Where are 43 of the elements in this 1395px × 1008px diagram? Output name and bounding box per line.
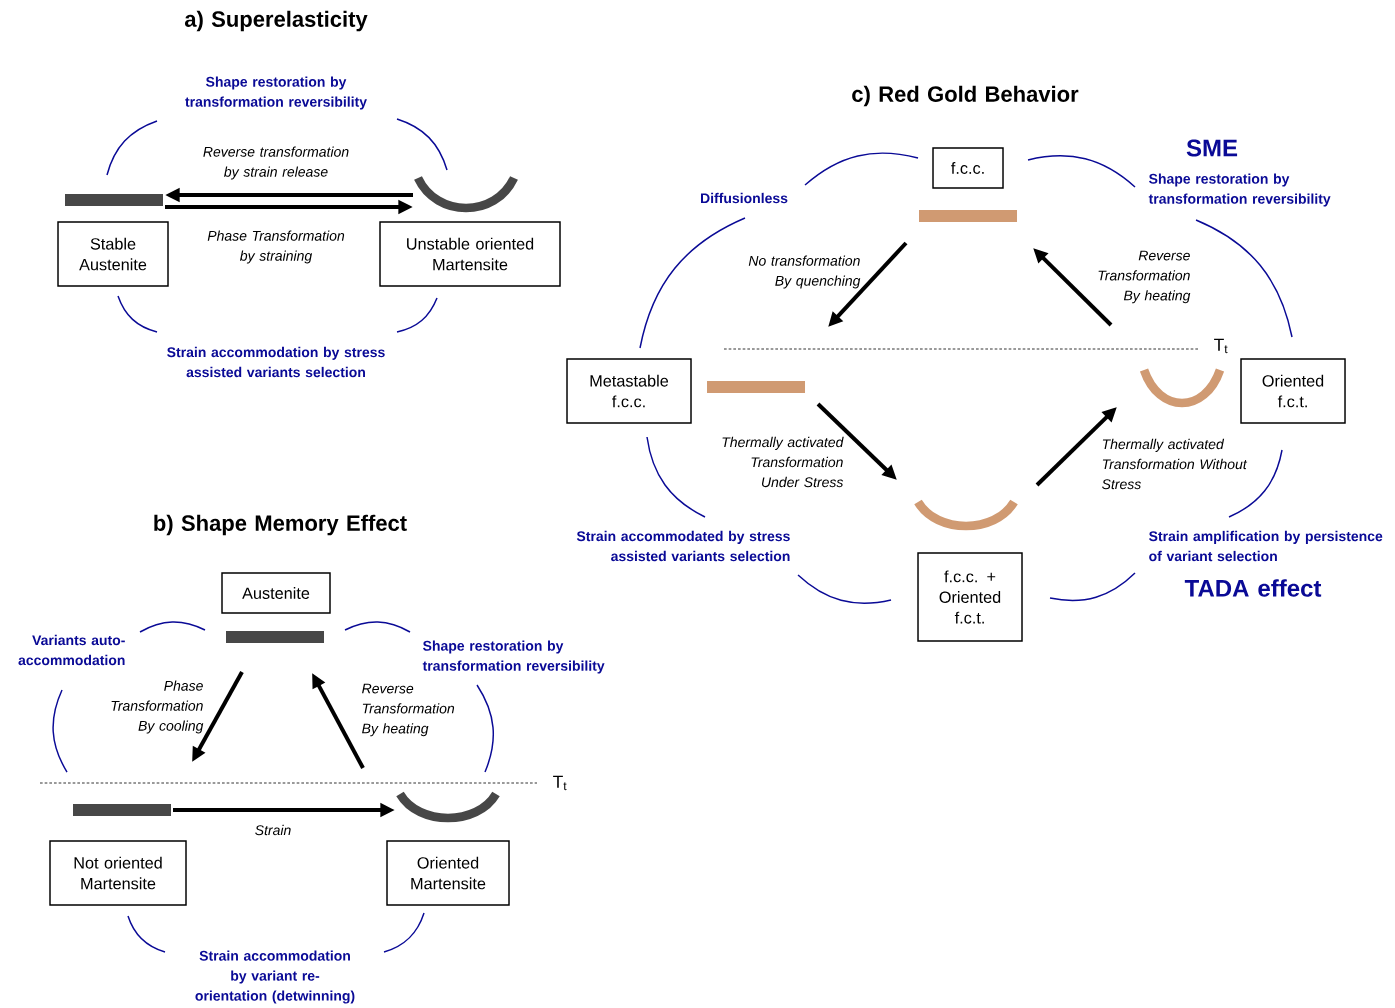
bent-sample [396, 791, 500, 823]
state-box: Oriented Martensite [386, 840, 510, 906]
edge-label: Reverse Transformation By heating [362, 683, 455, 737]
sample-bar [919, 210, 1017, 222]
edge-label: Phase Transformation By cooling [111, 680, 204, 734]
sample-bar [226, 631, 324, 643]
state-box: f.c.c. [932, 147, 1004, 189]
sample-bar [65, 194, 163, 206]
state-box: Not oriented Martensite [49, 840, 187, 906]
panel-title: b) Shape Memory Effect [154, 514, 407, 536]
annotation: Shape restoration by transformation reversibility [422, 640, 605, 674]
bent-sample [914, 499, 1018, 531]
edge-label: Thermally activated Transformation Without Stress [1102, 438, 1248, 490]
effect-label: SME [1186, 139, 1238, 157]
annotation: Strain amplification by persistence of variant selection [1149, 530, 1383, 562]
sample-bar [73, 804, 171, 816]
state-box: Unstable oriented Martensite [379, 221, 561, 287]
state-box: Metastable f.c.c. [566, 358, 692, 424]
edge-label: Strain [255, 824, 291, 836]
annotation: Shape restoration by transformation reversibility [185, 76, 367, 110]
effect-label: TADA effect [1184, 579, 1322, 597]
state-box: Stable Austenite [57, 221, 169, 287]
annotation: Diffusionless [701, 192, 788, 204]
panel-title: a) Superelasticity [184, 10, 368, 32]
panel-title: c) Red Gold Behavior [852, 85, 1079, 107]
annotation: Shape restoration by transformation reversibility [1148, 173, 1331, 207]
state-box: Austenite [221, 572, 331, 614]
edge-label: Reverse transformation by strain release [203, 146, 349, 180]
sample-bar [707, 381, 805, 393]
state-box: f.c.c. + Oriented f.c.t. [917, 552, 1023, 642]
edge-label: Thermally activated Transformation Under Stress [722, 436, 844, 488]
bent-sample [414, 175, 518, 213]
edge-label: Phase Transformation by straining [207, 230, 345, 264]
temperature-label: T$_{t}$ [1214, 338, 1228, 354]
state-box: Oriented f.c.t. [1240, 358, 1346, 424]
annotation: Strain accommodation by stress assisted variants selection [167, 346, 385, 378]
annotation: Strain accommodation by variant re-orientation (detwinning) [195, 950, 355, 1004]
edge-label: Reverse Transformation By heating [1098, 250, 1191, 304]
annotation: Variants auto-accommodation [18, 634, 125, 666]
bent-sample [1140, 368, 1224, 408]
edge-label: No transformation By quenching [748, 255, 861, 289]
annotation: Strain accommodated by stress assisted variants selection [576, 530, 790, 562]
temperature-label: T$_{t}$ [553, 775, 567, 791]
